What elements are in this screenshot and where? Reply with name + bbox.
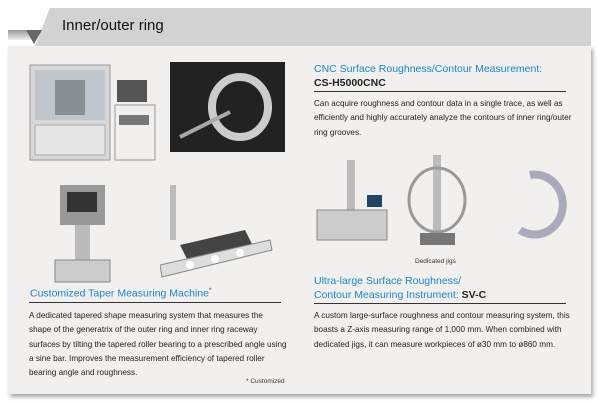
taper-divider (29, 302, 281, 303)
section-header (35, 8, 591, 46)
cnc-machine-image (29, 64, 156, 161)
header-fold-icon (26, 30, 42, 44)
ring-workpiece-image (517, 170, 567, 239)
svc-divider (314, 303, 566, 304)
cnc-description: Can acquire roughness and contour data i… (314, 99, 572, 137)
section-title: Inner/outer ring (62, 17, 164, 34)
svc-instrument-image (316, 160, 388, 241)
cnc-heading: CNC Surface Roughness/Contour Measuremen… (314, 63, 543, 89)
jigs-caption: Dedicated jigs (415, 258, 456, 265)
taper-machine-image (54, 185, 111, 283)
svc-description: A custom large-surface roughness and con… (314, 311, 570, 349)
customized-note: * Customized (246, 378, 285, 385)
sine-bar-image (160, 185, 273, 278)
cnc-divider (314, 91, 566, 92)
taper-description: A dedicated tapered shape measuring syst… (29, 311, 287, 378)
taper-heading: Customized Taper Measuring Machine* (30, 287, 212, 300)
dedicated-jig-image (407, 155, 467, 245)
svc-heading: Ultra-large Surface Roughness/Contour Me… (314, 275, 487, 301)
ring-measurement-image (170, 62, 285, 152)
header-shadow (8, 30, 34, 40)
